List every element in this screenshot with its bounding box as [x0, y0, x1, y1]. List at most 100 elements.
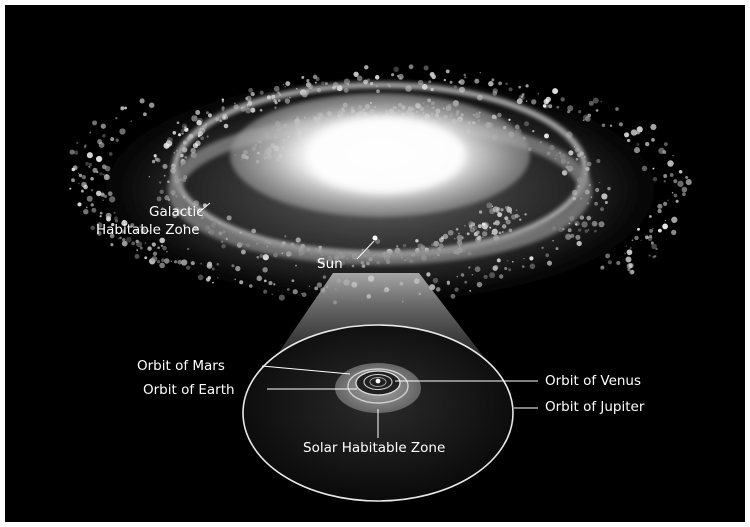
star-cluster-dot: [489, 272, 496, 279]
star-cluster-dot: [671, 229, 677, 236]
star-cluster-dot: [131, 241, 136, 246]
star-cluster-dot: [152, 251, 158, 256]
star-cluster-dot: [486, 202, 493, 209]
star-cluster-dot: [476, 281, 483, 288]
star-cluster-dot: [575, 223, 578, 226]
galactic-zone-leader: [197, 202, 211, 214]
star-cluster-dot: [498, 231, 502, 235]
star-cluster-dot: [518, 85, 522, 89]
star-cluster-dot: [159, 181, 162, 184]
star-cluster-dot: [618, 122, 623, 127]
star-cluster-dot: [172, 130, 177, 135]
star-cluster-dot: [567, 228, 572, 233]
star-cluster-dot: [312, 74, 318, 80]
star-cluster-dot: [640, 239, 642, 242]
star-cluster-dot: [151, 242, 156, 247]
star-cluster-dot: [162, 245, 167, 251]
star-cluster-dot: [478, 210, 483, 214]
star-cluster-dot: [523, 257, 525, 260]
star-cluster-dot: [130, 120, 132, 122]
star-cluster-dot: [521, 265, 525, 268]
star-cluster-dot: [570, 233, 575, 238]
star-cluster-dot: [591, 220, 598, 227]
star-cluster-dot: [514, 124, 520, 130]
star-cluster-dot: [508, 118, 511, 121]
star-cluster-dot: [506, 206, 513, 213]
star-cluster-dot: [295, 237, 301, 243]
star-cluster-dot: [472, 225, 478, 231]
star-cluster-dot: [71, 178, 75, 183]
star-cluster-dot: [466, 232, 470, 236]
star-cluster-dot: [596, 159, 601, 163]
star-cluster-dot: [456, 275, 459, 278]
star-cluster-dot: [277, 99, 281, 102]
star-cluster-dot: [637, 227, 640, 231]
star-cluster-dot: [464, 76, 467, 79]
star-cluster-dot: [492, 88, 498, 94]
star-cluster-dot: [156, 196, 162, 202]
star-cluster-dot: [575, 157, 579, 161]
star-cluster-dot: [629, 246, 632, 250]
star-cluster-dot: [73, 150, 79, 155]
star-cluster-dot: [575, 234, 581, 240]
star-cluster-dot: [235, 265, 241, 272]
star-cluster-dot: [508, 87, 513, 92]
star-cluster-dot: [565, 233, 572, 240]
star-cluster-dot: [361, 264, 366, 268]
star-cluster-dot: [504, 206, 508, 210]
star-cluster-dot: [512, 261, 514, 263]
star-cluster-dot: [625, 256, 632, 263]
star-cluster-dot: [546, 260, 553, 266]
star-cluster-dot: [85, 206, 88, 209]
star-cluster-dot: [492, 206, 499, 213]
star-cluster-dot: [669, 173, 674, 177]
star-cluster-dot: [119, 128, 126, 135]
star-cluster-dot: [177, 259, 183, 265]
star-cluster-dot: [494, 220, 500, 226]
star-cluster-dot: [221, 98, 224, 101]
star-cluster-dot: [556, 105, 560, 109]
star-cluster-dot: [221, 106, 225, 110]
star-cluster-dot: [492, 265, 498, 271]
star-cluster-dot: [601, 193, 608, 200]
star-cluster-dot: [273, 283, 276, 286]
star-cluster-dot: [250, 91, 255, 97]
star-cluster-dot: [99, 211, 103, 215]
star-cluster-dot: [438, 237, 444, 243]
star-cluster-dot: [174, 260, 178, 264]
star-cluster-dot: [654, 255, 657, 258]
star-cluster-dot: [136, 249, 139, 251]
star-cluster-dot: [92, 167, 98, 173]
star-cluster-dot: [234, 278, 237, 281]
star-cluster-dot: [491, 78, 495, 82]
star-cluster-dot: [284, 85, 287, 88]
star-cluster-dot: [98, 142, 105, 148]
star-cluster-dot: [284, 98, 291, 104]
star-cluster-dot: [119, 236, 122, 240]
star-cluster-dot: [86, 195, 93, 202]
star-cluster-dot: [256, 255, 260, 259]
star-cluster-dot: [206, 135, 209, 138]
star-cluster-dot: [673, 179, 678, 184]
star-cluster-dot: [195, 110, 201, 115]
star-cluster-dot: [501, 231, 504, 233]
star-cluster-dot: [515, 209, 518, 212]
star-cluster-dot: [139, 98, 145, 104]
star-cluster-dot: [245, 107, 252, 114]
star-cluster-dot: [450, 293, 456, 299]
star-cluster-dot: [282, 83, 285, 86]
star-cluster-dot: [271, 293, 273, 295]
star-cluster-dot: [652, 255, 656, 259]
star-cluster-dot: [595, 187, 600, 193]
star-cluster-dot: [259, 254, 264, 258]
star-cluster-dot: [627, 268, 631, 272]
star-cluster-dot: [594, 229, 597, 233]
star-cluster-dot: [325, 82, 328, 85]
star-cluster-dot: [139, 226, 142, 228]
star-cluster-dot: [110, 137, 115, 142]
star-cluster-dot: [76, 141, 79, 144]
star-cluster-dot: [308, 285, 311, 288]
star-cluster-dot: [662, 223, 668, 230]
star-cluster-dot: [139, 246, 143, 250]
star-cluster-dot: [658, 147, 665, 154]
